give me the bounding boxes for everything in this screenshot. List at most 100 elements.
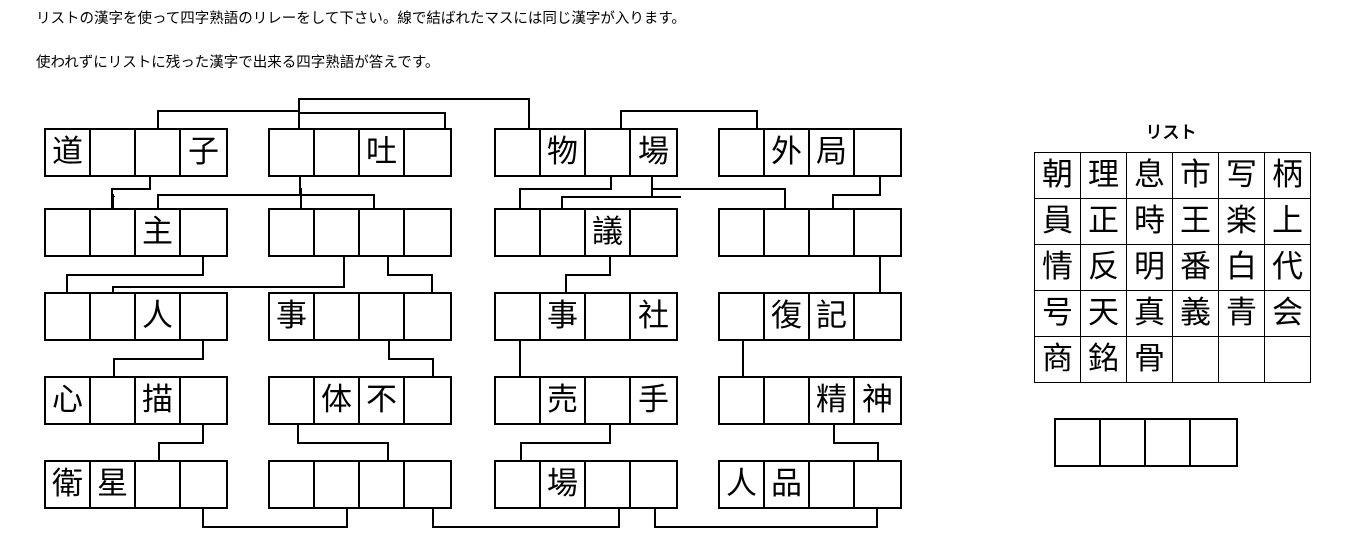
puzzle-cell[interactable] bbox=[586, 130, 631, 175]
puzzle-block[interactable]: 主 bbox=[44, 208, 228, 257]
puzzle-block[interactable]: 事 bbox=[268, 292, 452, 341]
puzzle-block[interactable]: 物 場 bbox=[494, 128, 678, 177]
puzzle-cell[interactable] bbox=[46, 210, 91, 255]
puzzle-block[interactable] bbox=[718, 208, 902, 257]
puzzle-cell[interactable]: 売 bbox=[541, 378, 586, 423]
puzzle-cell[interactable] bbox=[405, 462, 450, 507]
puzzle-block[interactable]: 事 社 bbox=[494, 292, 678, 341]
puzzle-cell[interactable]: 人 bbox=[720, 462, 765, 507]
puzzle-cell[interactable] bbox=[91, 294, 136, 339]
list-cell[interactable]: 時 bbox=[1126, 198, 1173, 245]
puzzle-cell[interactable]: 神 bbox=[855, 378, 900, 423]
puzzle-cell[interactable] bbox=[496, 210, 541, 255]
puzzle-cell[interactable] bbox=[136, 130, 181, 175]
list-cell[interactable]: 明 bbox=[1126, 244, 1173, 291]
puzzle-cell[interactable] bbox=[720, 378, 765, 423]
list-cell[interactable]: 理 bbox=[1080, 152, 1127, 199]
list-cell[interactable]: 商 bbox=[1034, 336, 1081, 383]
puzzle-block[interactable] bbox=[268, 208, 452, 257]
puzzle-cell[interactable]: 物 bbox=[541, 130, 586, 175]
list-cell[interactable]: 楽 bbox=[1218, 198, 1265, 245]
puzzle-cell[interactable]: 外 bbox=[765, 130, 810, 175]
puzzle-cell[interactable] bbox=[720, 210, 765, 255]
list-cell[interactable]: 情 bbox=[1034, 244, 1081, 291]
list-cell[interactable]: 番 bbox=[1172, 244, 1219, 291]
puzzle-cell[interactable]: 体 bbox=[315, 378, 360, 423]
list-cell[interactable]: 会 bbox=[1264, 290, 1311, 337]
list-cell[interactable]: 写 bbox=[1218, 152, 1265, 199]
puzzle-cell[interactable] bbox=[586, 294, 631, 339]
puzzle-cell[interactable]: 事 bbox=[270, 294, 315, 339]
puzzle-cell[interactable] bbox=[91, 130, 136, 175]
puzzle-cell[interactable]: 主 bbox=[136, 210, 181, 255]
puzzle-cell[interactable] bbox=[315, 210, 360, 255]
puzzle-cell[interactable] bbox=[586, 462, 631, 507]
puzzle-cell[interactable] bbox=[496, 294, 541, 339]
puzzle-cell[interactable]: 精 bbox=[810, 378, 855, 423]
puzzle-block[interactable]: 衛 星 bbox=[44, 460, 228, 509]
list-cell[interactable] bbox=[1264, 336, 1311, 383]
puzzle-cell[interactable] bbox=[360, 462, 405, 507]
puzzle-cell[interactable] bbox=[405, 130, 450, 175]
puzzle-cell[interactable] bbox=[270, 210, 315, 255]
puzzle-block[interactable]: 精 神 bbox=[718, 376, 902, 425]
list-cell[interactable] bbox=[1172, 336, 1219, 383]
puzzle-cell[interactable]: 社 bbox=[631, 294, 676, 339]
puzzle-cell[interactable] bbox=[631, 462, 676, 507]
puzzle-block[interactable]: 場 bbox=[494, 460, 678, 509]
puzzle-cell[interactable]: 人 bbox=[136, 294, 181, 339]
puzzle-cell[interactable] bbox=[541, 210, 586, 255]
puzzle-cell[interactable]: 手 bbox=[631, 378, 676, 423]
puzzle-block[interactable]: 外 局 bbox=[718, 128, 902, 177]
puzzle-cell[interactable] bbox=[720, 294, 765, 339]
puzzle-cell[interactable] bbox=[405, 294, 450, 339]
puzzle-cell[interactable]: 場 bbox=[631, 130, 676, 175]
puzzle-cell[interactable] bbox=[855, 294, 900, 339]
puzzle-cell[interactable] bbox=[496, 130, 541, 175]
puzzle-cell[interactable] bbox=[765, 378, 810, 423]
puzzle-block[interactable]: 道 子 bbox=[44, 128, 228, 177]
puzzle-cell[interactable] bbox=[405, 210, 450, 255]
puzzle-cell[interactable]: 道 bbox=[46, 130, 91, 175]
puzzle-cell[interactable] bbox=[181, 378, 226, 423]
list-cell[interactable]: 青 bbox=[1218, 290, 1265, 337]
puzzle-cell[interactable] bbox=[496, 462, 541, 507]
puzzle-cell[interactable]: 記 bbox=[810, 294, 855, 339]
puzzle-cell[interactable] bbox=[765, 210, 810, 255]
puzzle-cell[interactable] bbox=[810, 210, 855, 255]
answer-cell[interactable] bbox=[1146, 420, 1191, 465]
list-cell[interactable]: 義 bbox=[1172, 290, 1219, 337]
puzzle-cell[interactable] bbox=[496, 378, 541, 423]
puzzle-block[interactable] bbox=[268, 460, 452, 509]
puzzle-cell[interactable] bbox=[91, 210, 136, 255]
puzzle-cell[interactable] bbox=[315, 462, 360, 507]
puzzle-cell[interactable] bbox=[855, 462, 900, 507]
puzzle-cell[interactable] bbox=[181, 294, 226, 339]
list-cell[interactable]: 反 bbox=[1080, 244, 1127, 291]
puzzle-cell[interactable] bbox=[46, 294, 91, 339]
puzzle-cell[interactable] bbox=[360, 210, 405, 255]
list-cell[interactable]: 息 bbox=[1126, 152, 1173, 199]
puzzle-cell[interactable] bbox=[315, 130, 360, 175]
puzzle-cell[interactable] bbox=[315, 294, 360, 339]
puzzle-block[interactable]: 体 不 bbox=[268, 376, 452, 425]
list-cell[interactable]: 白 bbox=[1218, 244, 1265, 291]
puzzle-cell[interactable] bbox=[136, 462, 181, 507]
puzzle-cell[interactable]: 不 bbox=[360, 378, 405, 423]
puzzle-cell[interactable] bbox=[586, 378, 631, 423]
puzzle-cell[interactable]: 品 bbox=[765, 462, 810, 507]
list-cell[interactable]: 天 bbox=[1080, 290, 1127, 337]
puzzle-cell[interactable] bbox=[855, 210, 900, 255]
list-cell[interactable]: 号 bbox=[1034, 290, 1081, 337]
puzzle-block[interactable]: 人 品 bbox=[718, 460, 902, 509]
puzzle-cell[interactable]: 衛 bbox=[46, 462, 91, 507]
puzzle-cell[interactable]: 事 bbox=[541, 294, 586, 339]
list-cell[interactable]: 銘 bbox=[1080, 336, 1127, 383]
puzzle-block[interactable]: 議 bbox=[494, 208, 678, 257]
puzzle-cell[interactable] bbox=[631, 210, 676, 255]
list-cell[interactable] bbox=[1218, 336, 1265, 383]
puzzle-cell[interactable] bbox=[270, 462, 315, 507]
puzzle-cell[interactable]: 子 bbox=[181, 130, 226, 175]
list-cell[interactable]: 王 bbox=[1172, 198, 1219, 245]
answer-cell[interactable] bbox=[1101, 420, 1146, 465]
